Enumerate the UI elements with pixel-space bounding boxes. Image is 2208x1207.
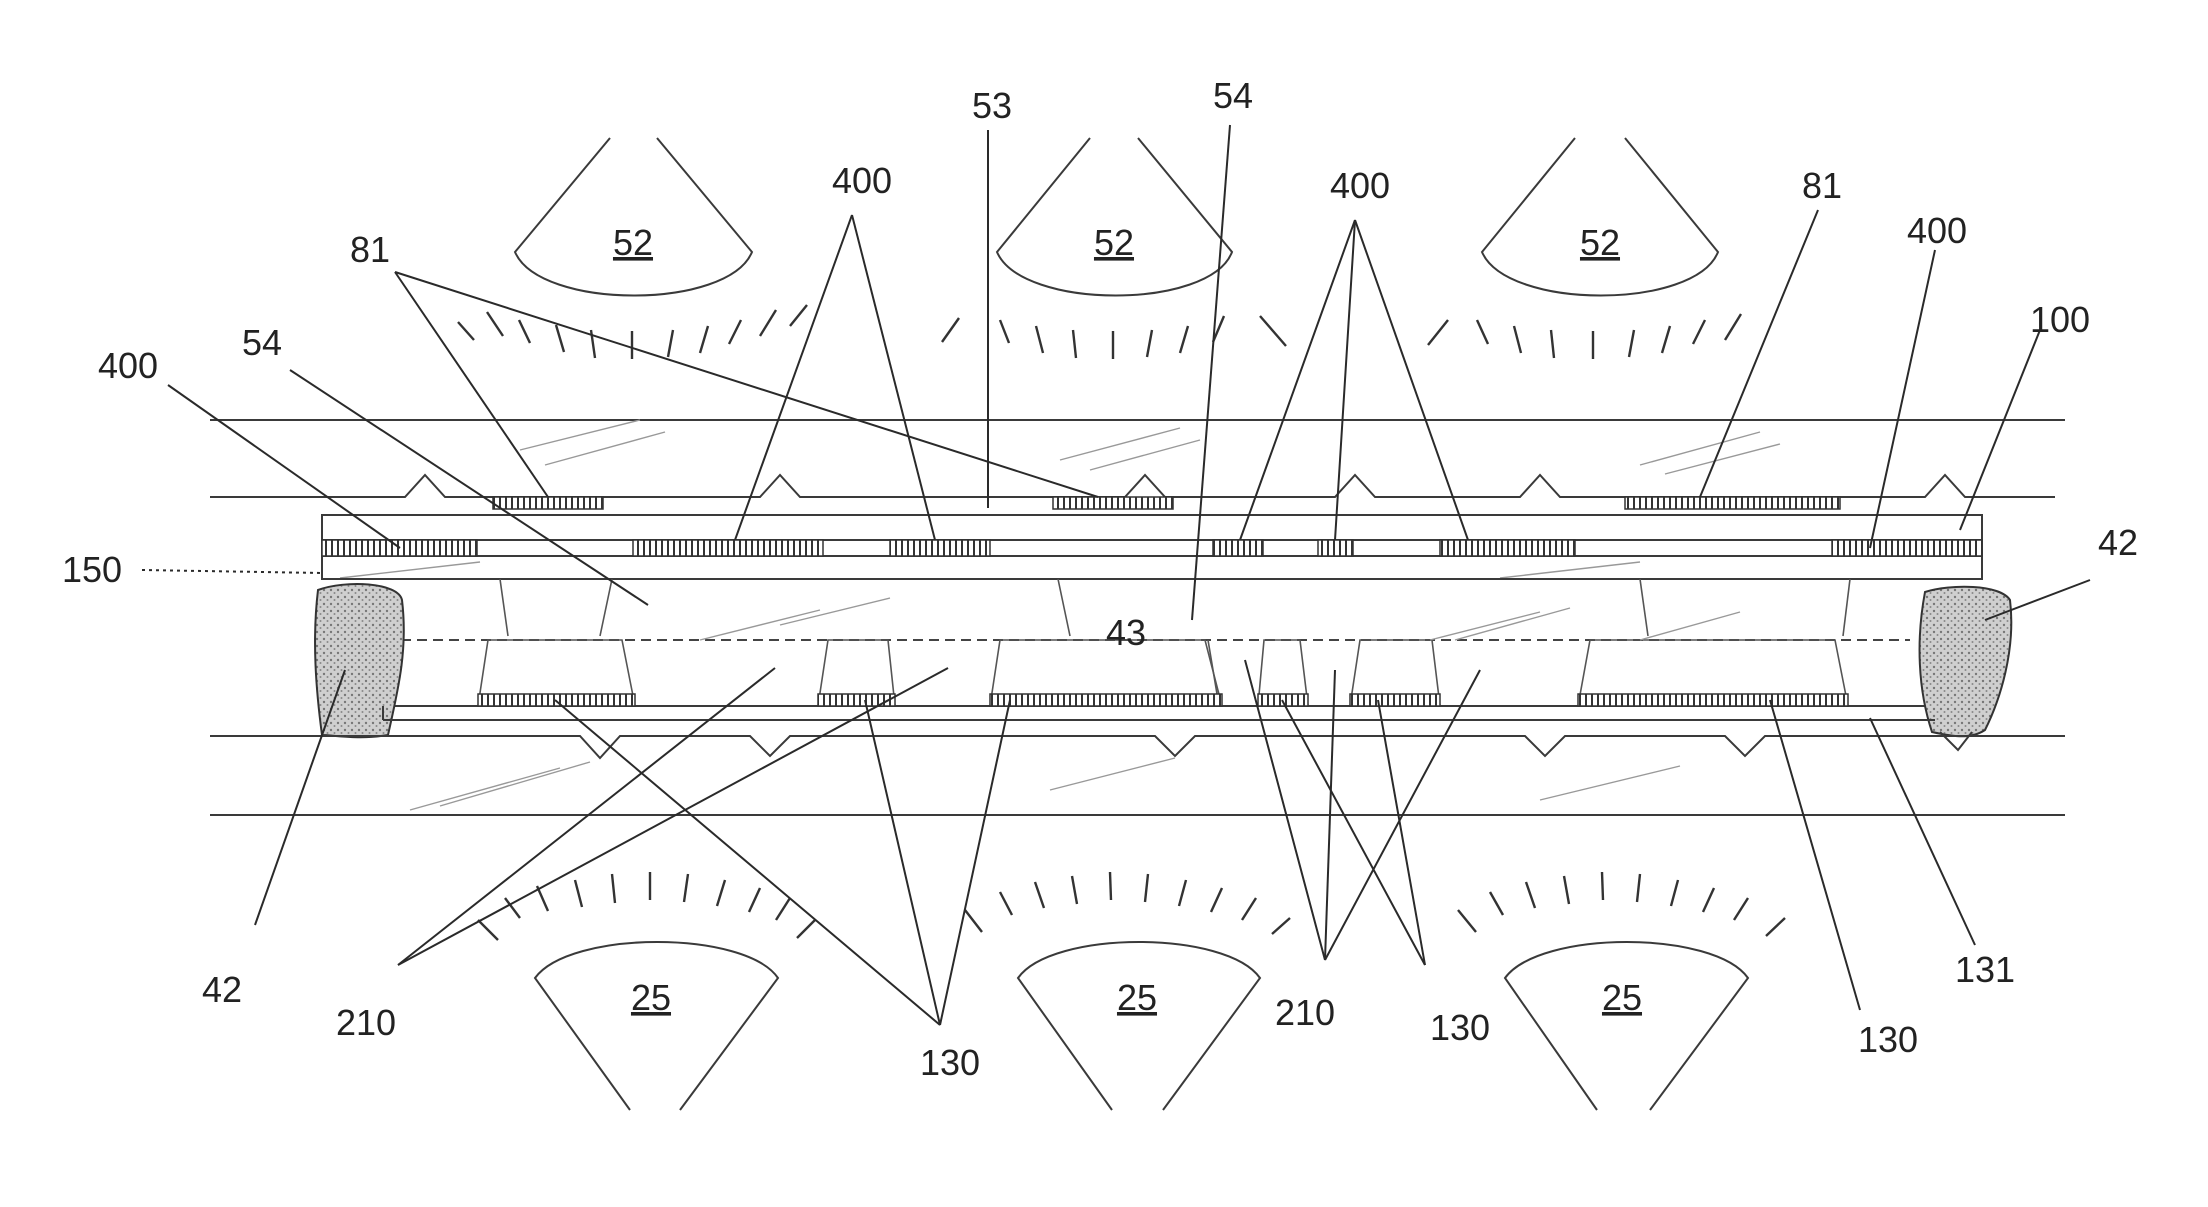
top-emitter-3: [1482, 138, 1718, 296]
label-131: 131: [1955, 949, 2015, 990]
label-53: 53: [972, 85, 1012, 126]
bottom-electrodes: [478, 694, 1848, 706]
electrode-layer-stack: [322, 515, 1982, 579]
label-400-a: 400: [832, 160, 892, 201]
label-130-far: 130: [1858, 1019, 1918, 1060]
bottom-emitter-1: [535, 942, 778, 1110]
label-150: 150: [62, 549, 122, 590]
label-25-a: 25: [631, 977, 671, 1018]
label-25-c: 25: [1602, 977, 1642, 1018]
label-81-left: 81: [350, 229, 390, 270]
label-25-b: 25: [1117, 977, 1157, 1018]
label-42-left: 42: [202, 969, 242, 1010]
label-130-right: 130: [1430, 1007, 1490, 1048]
top-electrodes: [493, 497, 1840, 509]
top-emitter-1: [515, 138, 752, 296]
spacer-right: [1920, 587, 2012, 750]
bottom-emitter-3: [1505, 942, 1748, 1110]
label-400-left: 400: [98, 345, 158, 386]
label-210-mid: 210: [1275, 992, 1335, 1033]
top-glass-plate: [210, 420, 2065, 497]
label-130-mid: 130: [920, 1042, 980, 1083]
bottom-emitter-2: [1018, 942, 1260, 1110]
label-52-b: 52: [1094, 222, 1134, 263]
label-400-b: 400: [1330, 165, 1390, 206]
label-210-left: 210: [336, 1002, 396, 1043]
label-54-top: 54: [1213, 75, 1253, 116]
label-81-right: 81: [1802, 165, 1842, 206]
label-100: 100: [2030, 299, 2090, 340]
label-52-c: 52: [1580, 222, 1620, 263]
bottom-emitter-rays: [478, 872, 1785, 940]
top-emitter-rays: [458, 305, 1741, 359]
label-400-c: 400: [1907, 210, 1967, 251]
label-43: 43: [1106, 612, 1146, 653]
chamber-43: [322, 579, 1982, 706]
label-54-left: 54: [242, 322, 282, 363]
label-42-right: 42: [2098, 522, 2138, 563]
top-emitter-2: [997, 138, 1232, 296]
label-52-a: 52: [613, 222, 653, 263]
